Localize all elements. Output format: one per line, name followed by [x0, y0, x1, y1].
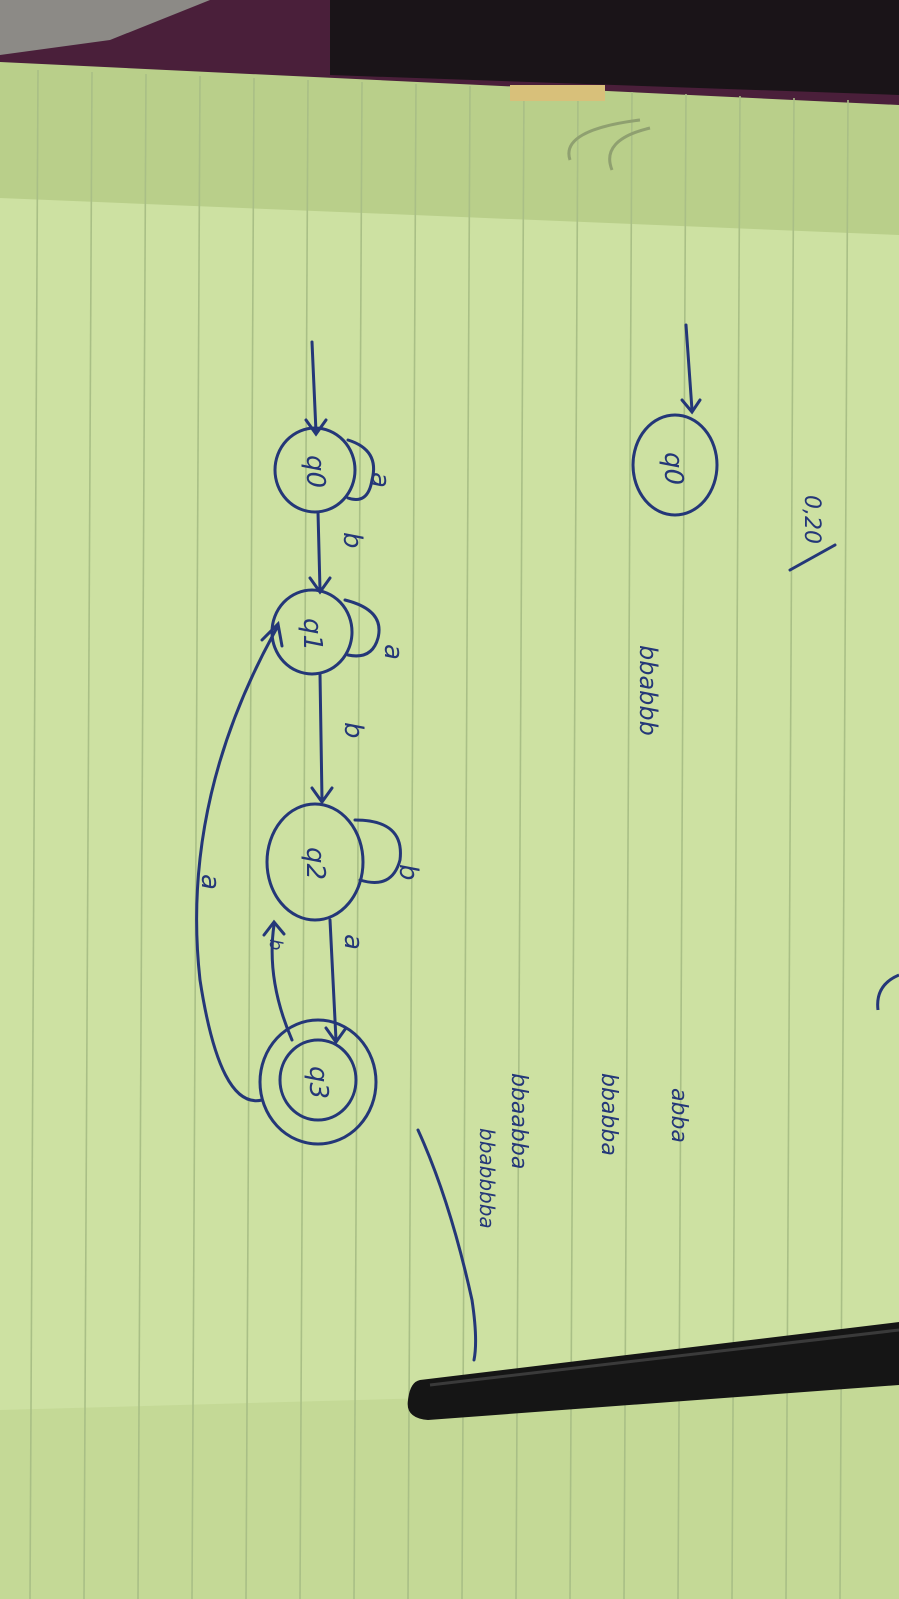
edge-label-q1-q2: b: [338, 722, 368, 739]
edge-q1-q2: [318, 672, 324, 802]
handwritten-labels: q0 0,20 q0 q1 q2 q3 a b a b b a b a bbab…: [195, 452, 824, 1229]
loop-q0: [346, 438, 375, 501]
grey-cloth: [0, 0, 210, 55]
edge-label-q1-q1: a: [378, 644, 408, 660]
scribble-3: bbabba: [596, 1073, 621, 1156]
edge-q0-q1: [316, 510, 322, 592]
label-q2: q2: [300, 847, 330, 880]
edge-label-q2-q3: a: [338, 934, 368, 950]
loop-q1: [343, 598, 381, 658]
top-state-label: q0: [658, 452, 688, 485]
scribble-5: bbabbbba: [475, 1128, 499, 1229]
ink-drawing: [195, 323, 837, 1362]
top-start-arrow: [684, 323, 694, 412]
dark-corner: [330, 0, 899, 95]
scribble-2: abba: [666, 1088, 691, 1143]
edge-circle: [876, 973, 899, 1011]
top-note: 0,20: [799, 495, 824, 544]
label-q0: q0: [300, 455, 330, 488]
top-divider: [788, 543, 837, 572]
top-q0-state: [631, 413, 719, 517]
ruled-lines: [29, 69, 849, 1599]
state-q3-outer: [258, 1018, 378, 1146]
scribble-4: bbaabba: [506, 1073, 531, 1169]
notebook-page: [0, 198, 899, 1599]
state-q3-inner: [278, 1038, 358, 1122]
edge-label-q3-q2: b: [265, 939, 286, 950]
lower-page: [0, 1385, 899, 1599]
edge-q2-q3: [328, 918, 338, 1042]
edge-label-q2-q2: b: [393, 864, 423, 881]
scribble-1: bbabbb: [634, 645, 662, 736]
loop-q2: [353, 818, 402, 884]
state-q2: [265, 802, 365, 922]
state-q0: [273, 426, 357, 514]
edge-label-q0-q1: b: [337, 532, 367, 549]
edge-q3-q1: [195, 624, 280, 1103]
edge-q3-q2: [270, 923, 294, 1042]
start-arrow: [310, 340, 318, 434]
page-curl: [567, 118, 651, 171]
underline-stroke: [416, 1128, 478, 1362]
label-q1: q1: [297, 618, 327, 651]
edge-label-q3-q1: a: [195, 874, 225, 890]
edge-label-q0-q0: a: [365, 472, 395, 488]
tape-scrap: [510, 85, 605, 101]
label-q3: q3: [303, 1066, 333, 1099]
pen: [407, 1322, 899, 1420]
